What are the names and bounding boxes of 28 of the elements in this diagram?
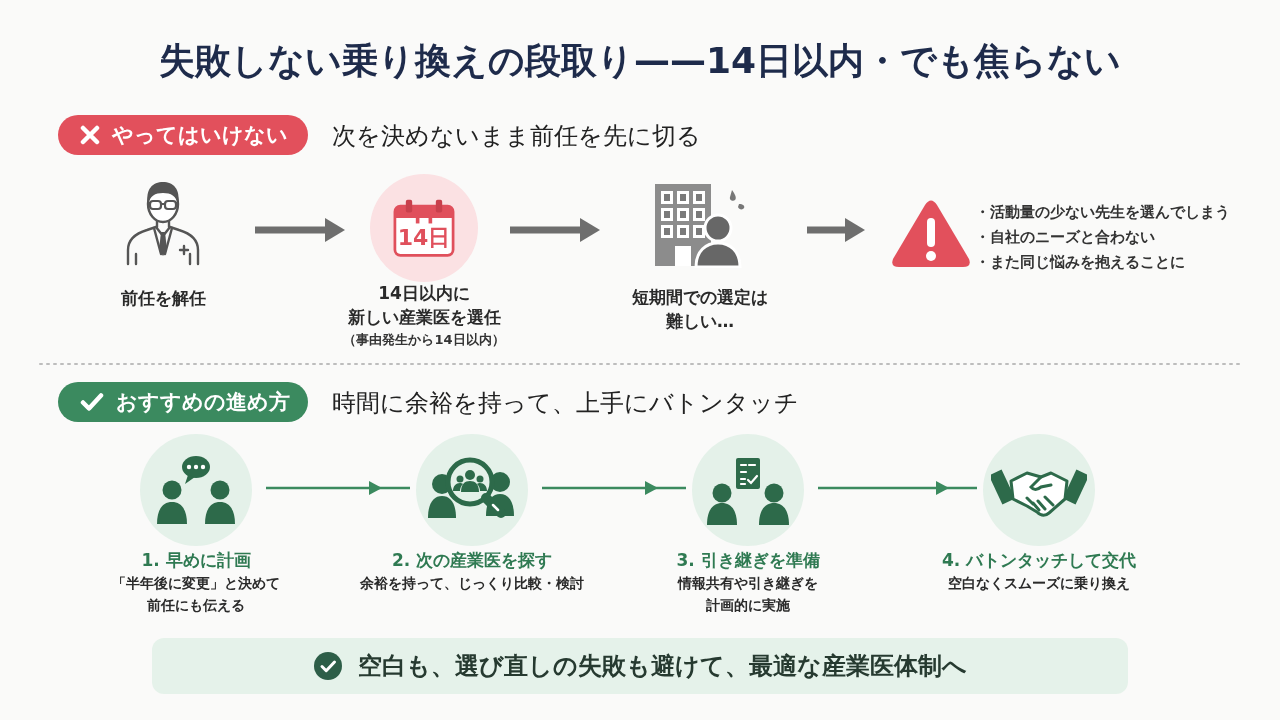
note-text: （事由発生から14日以内） [342, 331, 506, 349]
step-title: 1. 早めに計画 [140, 549, 252, 572]
step-description: 情報共有や引き継ぎを計画的に実施 [676, 574, 819, 615]
step-description: 空白なくスムーズに乗り換え [947, 574, 1131, 593]
calendar-date: 14日 [396, 225, 452, 251]
step-description: 「半年後に変更」と決めて前任にも伝える [111, 574, 281, 615]
section-heading: 時間に余裕を持って、上手にバトンタッチ [332, 388, 799, 418]
title: 失敗しない乗り換えの段取り——14日以内・でも焦らない [157, 39, 1123, 83]
section-heading: 次を決めないまま前任を先に切る [332, 121, 701, 151]
section-badge [58, 115, 308, 155]
arrow [818, 481, 977, 495]
step-title: 4. バトンタッチして交代 [940, 549, 1138, 572]
step-caption: 14日以内に新しい産業医を選任 [346, 282, 502, 329]
step-caption: 前任を解任 [119, 287, 207, 310]
arrow [542, 481, 686, 495]
bullet-text: ・活動量の少ない先生を選んでしまう [975, 203, 1230, 222]
badge-text: やってはいけない [112, 122, 288, 148]
arrow [266, 481, 410, 495]
step-title: 2. 次の産業医を探す [390, 549, 554, 572]
summary-banner [152, 638, 1128, 694]
section-badge [58, 382, 308, 422]
bullet-text: ・自社のニーズと合わない [975, 228, 1155, 247]
bullet-text: ・また同じ悩みを抱えることに [975, 253, 1185, 272]
step-title: 3. 引き継ぎを準備 [675, 549, 821, 572]
badge-text: おすすめの進め方 [116, 389, 290, 415]
step-description: 余裕を持って、じっくり比較・検討 [359, 574, 585, 593]
banner-text: 空白も、選び直しの失敗も避けて、最適な産業医体制へ [357, 651, 967, 681]
step-caption: 短期間での選定は難しい… [631, 286, 769, 333]
